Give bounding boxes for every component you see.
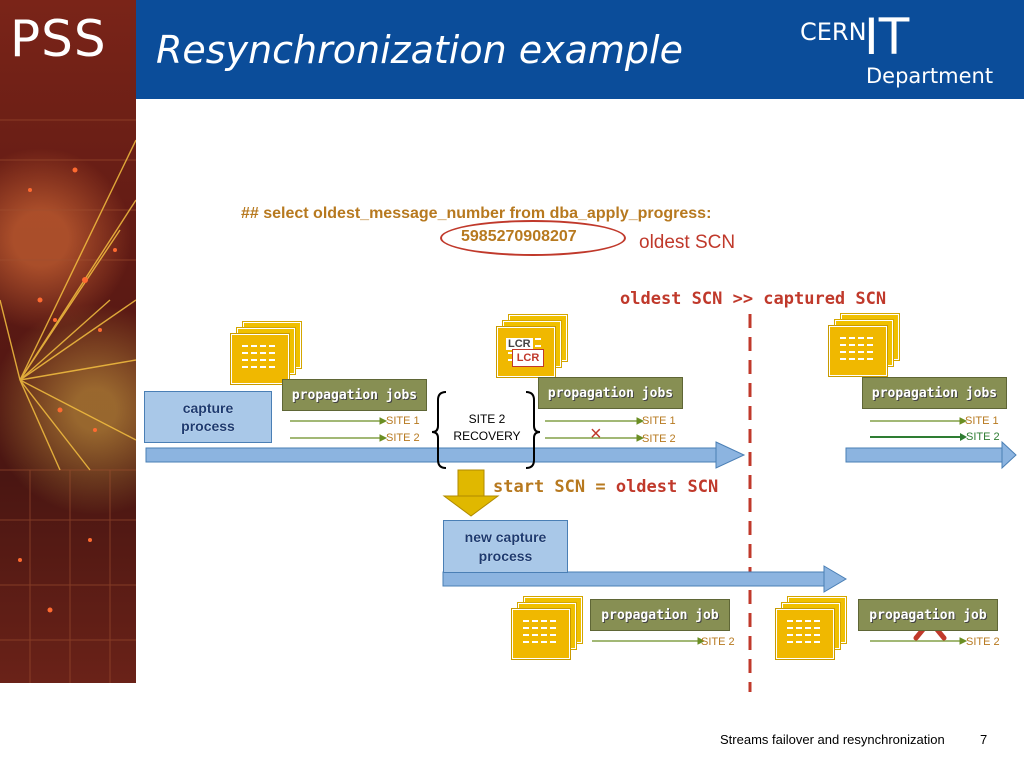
scn-condition-text: oldest SCN >> captured SCN <box>620 289 887 309</box>
site2-failure-icon: × <box>590 423 602 445</box>
oldest-scn-annotation: oldest SCN <box>639 232 736 253</box>
new-capture-process-box: new capture process <box>443 520 568 573</box>
propagation-jobs-box: propagation jobs <box>282 379 427 411</box>
cern-logo-text: CERN <box>800 18 867 46</box>
lcr-tag: LCR <box>512 349 544 367</box>
brace-icon <box>431 391 447 469</box>
cern-it-logo: CERN IT Department <box>796 8 1016 90</box>
scn-highlight-ellipse <box>440 220 626 256</box>
document-stack-icon <box>829 314 899 376</box>
site2-recovery-label: SITE 2 RECOVERY <box>453 412 521 443</box>
site1-label: SITE 1 <box>965 415 999 427</box>
document-stack-icon <box>231 322 301 384</box>
lcr-tag-back: LCR <box>506 338 533 350</box>
page-number: 7 <box>980 732 988 747</box>
sql-query-text: ## select oldest_message_number from dba… <box>241 205 712 222</box>
arrow-right-icon <box>442 565 847 593</box>
it-logo-text: IT <box>864 8 910 66</box>
pss-logo: PSS <box>10 10 107 68</box>
footer-text: Streams failover and resynchronization <box>720 732 945 747</box>
propagation-job-box: propagation job <box>858 599 998 631</box>
document-stack-icon <box>776 597 846 659</box>
document-stack-icon <box>512 597 582 659</box>
propagation-jobs-box: propagation jobs <box>538 377 683 409</box>
site1-label: SITE 1 <box>386 415 420 427</box>
start-scn-text: start SCN = oldest SCN <box>493 477 718 497</box>
department-logo-text: Department <box>866 64 994 88</box>
site2-label: SITE 2 <box>642 433 676 445</box>
header-bar: Resynchronization example CERN IT Depart… <box>136 0 1024 99</box>
arrow-down-icon <box>442 469 500 517</box>
decorative-sidebar-image: PSS <box>0 0 136 683</box>
site2-label: SITE 2 <box>966 636 1000 648</box>
start-scn-prefix: start SCN = <box>493 477 616 497</box>
site2-label: SITE 2 <box>701 636 735 648</box>
brace-icon <box>525 391 541 469</box>
site2-label: SITE 2 <box>386 432 420 444</box>
site1-label: SITE 1 <box>642 415 676 427</box>
start-scn-value: oldest SCN <box>615 477 719 497</box>
slide-title: Resynchronization example <box>156 28 683 72</box>
arrow-right-icon <box>845 440 1017 470</box>
capture-process-box: capture process <box>144 391 272 443</box>
arrow-right-icon <box>145 441 746 469</box>
particle-tracks-graphic <box>0 119 136 683</box>
propagation-job-box: propagation job <box>590 599 730 631</box>
site2-label: SITE 2 <box>966 431 1000 443</box>
propagation-jobs-box: propagation jobs <box>862 377 1007 409</box>
